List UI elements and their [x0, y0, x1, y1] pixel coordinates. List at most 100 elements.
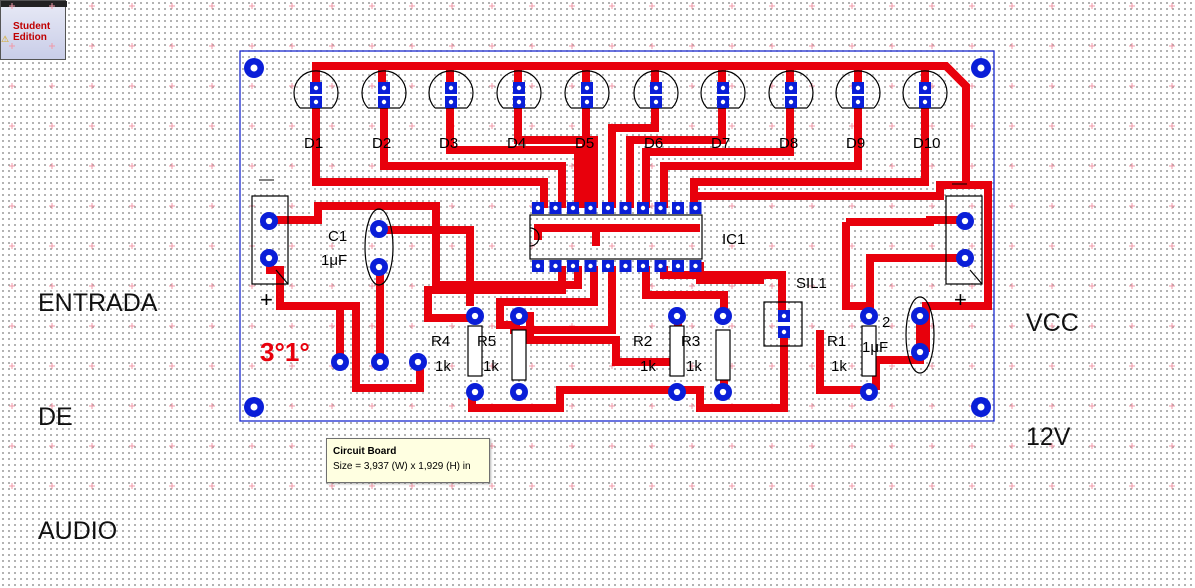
pad-hole [516, 85, 522, 91]
pad-hole [515, 388, 523, 396]
grid-cross [409, 83, 415, 89]
grid-cross [449, 403, 455, 409]
pad-hole [961, 254, 969, 262]
pad-hole [719, 312, 727, 320]
grid-cross [529, 363, 535, 369]
sil1-body [763, 301, 803, 347]
grid-cross [49, 163, 55, 169]
led-label-d5: D5 [575, 135, 594, 152]
grid-cross [809, 403, 815, 409]
grid-cross [9, 83, 15, 89]
circuit-board-outline[interactable] [239, 50, 995, 422]
grid-cross [1009, 283, 1015, 289]
pad-hole [250, 64, 258, 72]
grid-cross [1009, 83, 1015, 89]
grid-cross [1009, 163, 1015, 169]
grid-cross [1089, 483, 1095, 489]
ic1-notch [529, 227, 540, 247]
grid-cross [209, 83, 215, 89]
pad-hole [977, 64, 985, 72]
trace [846, 216, 966, 226]
grid-cross [649, 443, 655, 449]
grid-cross [129, 323, 135, 329]
trace [642, 266, 728, 316]
power-connector-body [945, 195, 983, 285]
grid-cross [929, 283, 935, 289]
pad-hole [553, 205, 558, 211]
grid-cross [1169, 283, 1175, 289]
audio-connector-mark [275, 269, 289, 285]
grid-cross [369, 403, 375, 409]
grid-cross [1049, 443, 1055, 449]
grid-cross [129, 483, 135, 489]
grid-cross [409, 483, 415, 489]
grid-cross [369, 3, 375, 9]
grid-cross [609, 483, 615, 489]
left-plus-sign: + [260, 287, 273, 312]
trace [520, 312, 682, 366]
grid-cross [729, 443, 735, 449]
grid-cross [289, 83, 295, 89]
grid-cross [489, 443, 495, 449]
grid-cross [209, 243, 215, 249]
r3-label: R3 [681, 333, 700, 350]
grid-cross [129, 3, 135, 9]
grid-cross [329, 483, 335, 489]
grid-cross [1089, 203, 1095, 209]
grid-cross [1169, 483, 1175, 489]
pcb-canvas[interactable]: IC1 C1 1μF SIL1 R4 1k R5 1k R2 1k R3 1k … [0, 0, 1195, 502]
trace [816, 330, 870, 394]
grid-cross [529, 123, 535, 129]
grid-cross [809, 483, 815, 489]
grid-cross [489, 243, 495, 249]
pad-hole [623, 263, 628, 269]
grid-cross [1169, 83, 1175, 89]
grid-cross [1049, 3, 1055, 9]
pad-hole [265, 217, 273, 225]
grid-cross [689, 43, 695, 49]
grid-cross [9, 403, 15, 409]
grid-cross [1169, 123, 1175, 129]
grid-cross [929, 43, 935, 49]
pad-hole [720, 85, 726, 91]
grid-cross [489, 3, 495, 9]
grid-cross [1169, 203, 1175, 209]
pad-hole [535, 205, 541, 211]
pad-hole [693, 263, 698, 269]
grid-cross [569, 243, 575, 249]
grid-cross [1129, 123, 1135, 129]
grid-cross [1129, 443, 1135, 449]
grid-cross [849, 3, 855, 9]
grid-cross [89, 363, 95, 369]
trace [496, 266, 598, 329]
grid-cross [569, 363, 575, 369]
pad-hole [313, 85, 319, 91]
grid-cross [489, 363, 495, 369]
grid-cross [929, 483, 935, 489]
grid-cross [49, 323, 55, 329]
led-body [835, 70, 881, 109]
grid-cross [809, 363, 815, 369]
grid-cross [169, 283, 175, 289]
grid-cross [569, 3, 575, 9]
grid-cross [249, 363, 255, 369]
grid-cross [329, 123, 335, 129]
grid-cross [129, 83, 135, 89]
pad-hole [673, 388, 681, 396]
pad-hole [961, 217, 969, 225]
grid-cross [9, 283, 15, 289]
pad-hole [516, 99, 522, 105]
grid-cross [289, 483, 295, 489]
led-body [564, 70, 610, 109]
pad-hole [448, 99, 454, 105]
warning-icon: ⚠ [1, 34, 10, 44]
pad-hole [977, 403, 985, 411]
grid-cross [1049, 123, 1055, 129]
c1-body [364, 208, 394, 286]
grid-cross [169, 43, 175, 49]
grid-cross [1169, 43, 1175, 49]
grid-cross [569, 83, 575, 89]
grid-cross [89, 43, 95, 49]
grid-cross [769, 483, 775, 489]
grid-cross [329, 3, 335, 9]
